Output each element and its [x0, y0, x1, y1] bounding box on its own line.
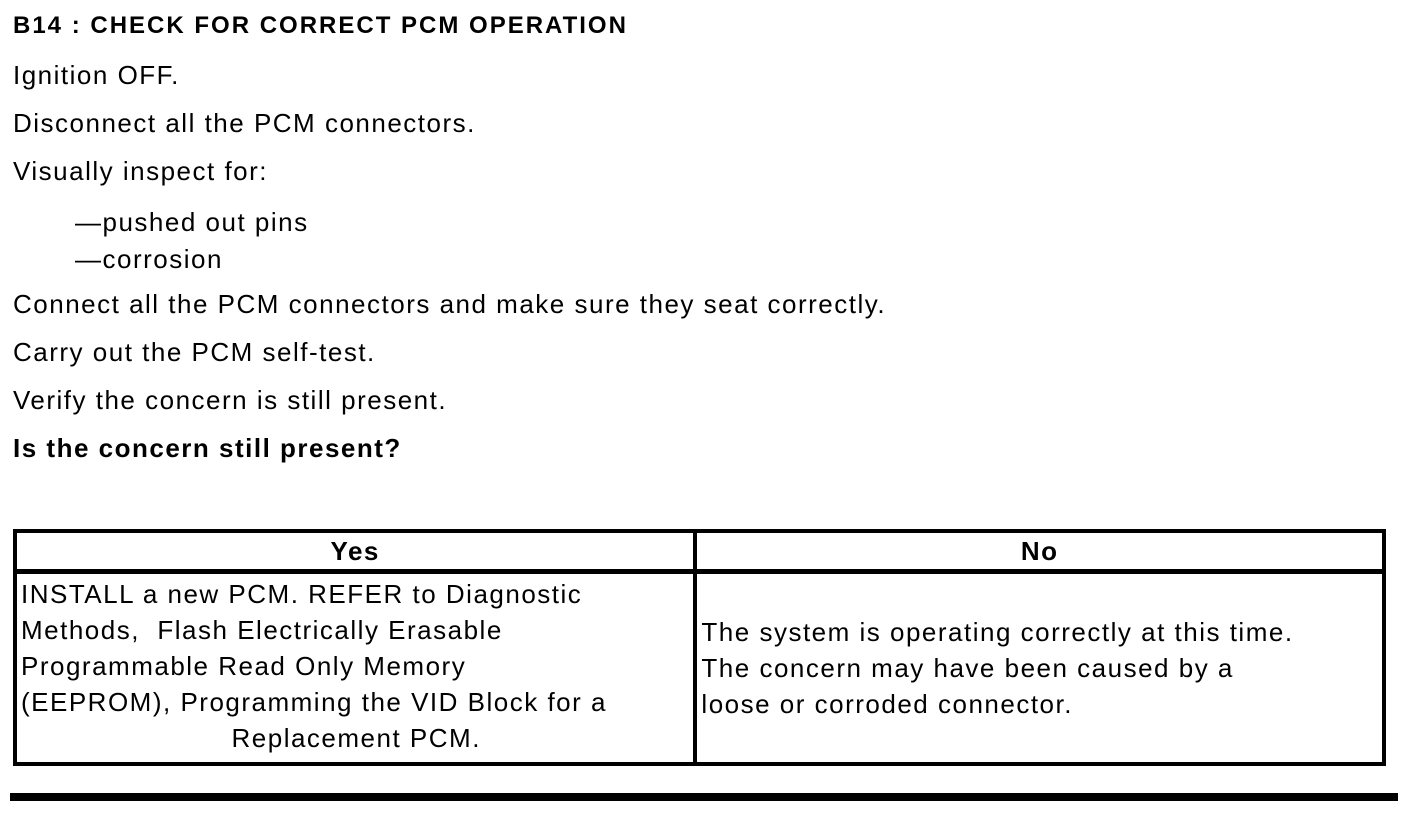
results-table-header-row: Yes No — [12, 529, 1386, 574]
yes-action-line: Methods, Flash Electrically Erasable — [21, 615, 503, 645]
inspect-item-corrosion: —corrosion — [75, 244, 223, 274]
no-action-line: The system is operating correctly at thi… — [701, 617, 1294, 647]
step-self-test: Carry out the PCM self-test. — [13, 337, 376, 367]
yes-action-line: INSTALL a new PCM. REFER to Diagnostic — [21, 579, 583, 609]
no-action-cell: The system is operating correctly at thi… — [693, 569, 1386, 766]
yes-action-line: (EEPROM), Programming the VID Block for … — [21, 687, 607, 717]
section-divider-rule — [10, 793, 1398, 801]
step-connect-connectors: Connect all the PCM connectors and make … — [13, 289, 887, 319]
no-action-line: loose or corroded connector. — [701, 689, 1073, 719]
results-table-action-row: INSTALL a new PCM. REFER to Diagnostic M… — [12, 569, 1386, 766]
yes-column-header: Yes — [12, 529, 698, 574]
step-ignition-off: Ignition OFF. — [13, 60, 180, 90]
step-disconnect-connectors: Disconnect all the PCM connectors. — [13, 108, 476, 138]
yes-no-results-table: Yes No INSTALL a new PCM. REFER to Diagn… — [12, 529, 1386, 766]
step-visually-inspect: Visually inspect for: — [13, 156, 269, 186]
inspect-item-pushed-out-pins: —pushed out pins — [75, 207, 309, 237]
decision-question: Is the concern still present? — [13, 433, 402, 463]
yes-action-line: Programmable Read Only Memory — [21, 651, 467, 681]
test-step-heading: B14 : CHECK FOR CORRECT PCM OPERATION — [13, 12, 628, 39]
step-verify-concern: Verify the concern is still present. — [13, 385, 448, 415]
no-action-line: The concern may have been caused by a — [701, 653, 1234, 683]
no-column-header: No — [693, 529, 1386, 574]
yes-action-cell: INSTALL a new PCM. REFER to Diagnostic M… — [12, 569, 698, 766]
yes-action-line-centered: Replacement PCM. — [231, 723, 481, 753]
